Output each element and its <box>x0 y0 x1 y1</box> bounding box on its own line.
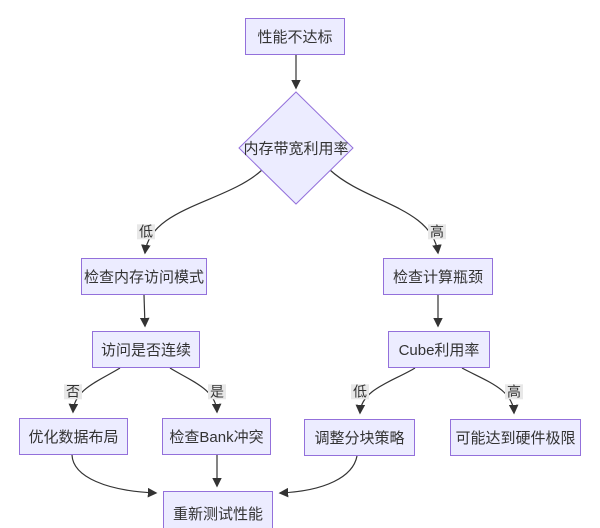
edge-label-no: 否 <box>64 383 82 400</box>
node-optimize-data-layout: 优化数据布局 <box>19 418 128 455</box>
node-cube-utilization: Cube利用率 <box>388 331 490 368</box>
edge-label-low-cube: 低 <box>351 383 369 400</box>
edge-label-low-left: 低 <box>137 223 155 240</box>
edge-label-high-right: 高 <box>428 223 446 240</box>
edge-label-yes: 是 <box>208 383 226 400</box>
node-access-contiguous: 访问是否连续 <box>92 331 200 368</box>
node-memory-bandwidth-decision: 内存带宽利用率 <box>243 140 349 158</box>
decision-diamond-shape <box>238 91 354 205</box>
edge-label-high-cube: 高 <box>505 383 523 400</box>
edge-bw-decision-to-check-comp <box>329 169 442 255</box>
edge-check-mem-to-contiguous <box>139 294 150 328</box>
node-check-bank-conflict: 检查Bank冲突 <box>162 418 271 455</box>
node-performance-not-met: 性能不达标 <box>245 18 345 55</box>
edge-opt-layout-to-retest <box>71 454 158 498</box>
edge-cube-util-to-tiling <box>355 367 416 415</box>
edge-bw-decision-to-check-mem <box>141 169 263 255</box>
node-adjust-tiling-strategy: 调整分块策略 <box>304 419 415 456</box>
edge-contiguous-to-opt-layout <box>68 367 121 414</box>
edge-cube-util-to-hw-limit <box>461 367 519 415</box>
node-check-memory-access: 检查内存访问模式 <box>81 258 207 295</box>
edge-contiguous-to-bank-conflict <box>169 367 222 414</box>
edge-tiling-to-retest <box>278 455 358 498</box>
node-check-compute-bottleneck: 检查计算瓶颈 <box>383 258 493 295</box>
node-retest-performance: 重新测试性能 <box>163 491 273 528</box>
node-hardware-limit: 可能达到硬件极限 <box>450 419 581 456</box>
